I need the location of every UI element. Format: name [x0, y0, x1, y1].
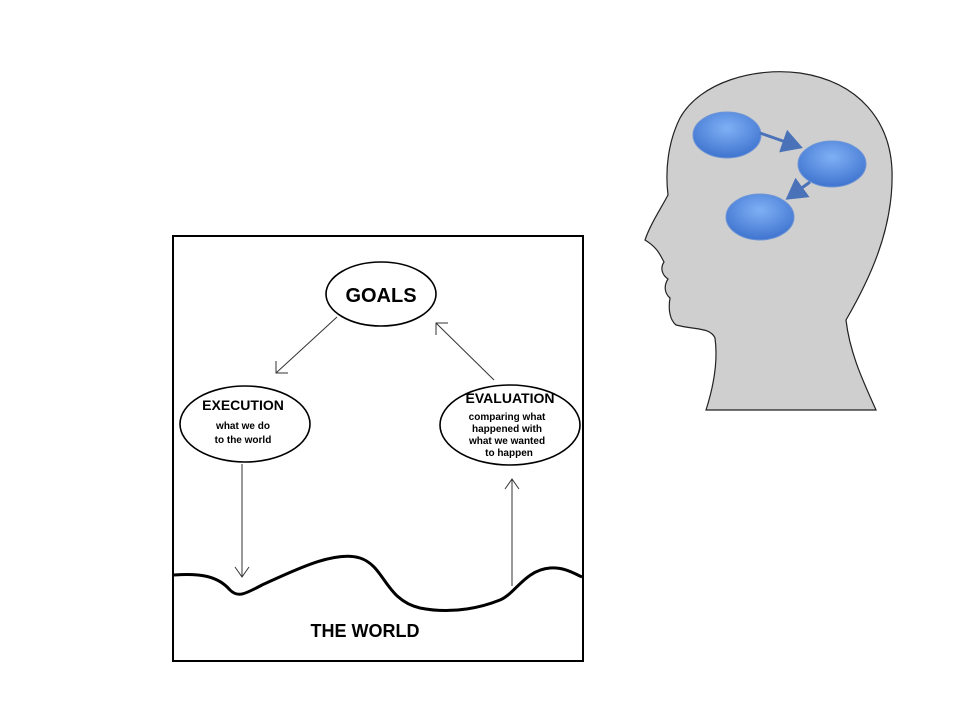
- thought-arrow-2-to-3: [785, 177, 811, 200]
- goals-label: GOALS: [345, 285, 416, 307]
- world-surface-line: [173, 554, 583, 612]
- evaluation-ellipse: [439, 384, 581, 466]
- thought-node-1: [692, 111, 762, 159]
- goals-node: GOALS: [325, 261, 437, 327]
- evaluation-node: EVALUATION comparing what happened with …: [439, 384, 581, 466]
- execution-ellipse: [179, 385, 311, 463]
- execution-line2: to the world: [215, 435, 272, 446]
- evaluation-title: EVALUATION: [466, 390, 555, 406]
- thought-arrow-1-to-2: [759, 129, 803, 153]
- evaluation-line3: what we wanted: [468, 436, 545, 447]
- evaluation-to-goals-arrow: [435, 322, 495, 381]
- execution-node: EXECUTION what we do to the world: [179, 385, 311, 463]
- head-illustration: [644, 71, 893, 411]
- execution-title: EXECUTION: [202, 397, 284, 413]
- execution-line1: what we do: [215, 421, 270, 432]
- world-label: THE WORLD: [311, 621, 420, 641]
- thought-node-3: [725, 193, 795, 241]
- goals-to-execution-arrow: [275, 316, 338, 374]
- thought-node-2: [797, 140, 867, 188]
- evaluation-line2: happened with: [472, 424, 542, 435]
- goals-ellipse: [325, 261, 437, 327]
- execution-to-world-arrow: [234, 464, 250, 578]
- head-silhouette: [644, 71, 893, 411]
- gulf-diagram: GOALS EXECUTION what we do to the world …: [172, 235, 584, 662]
- evaluation-line4: to happen: [485, 448, 533, 459]
- world-to-evaluation-arrow: [504, 478, 520, 586]
- evaluation-line1: comparing what: [469, 412, 546, 423]
